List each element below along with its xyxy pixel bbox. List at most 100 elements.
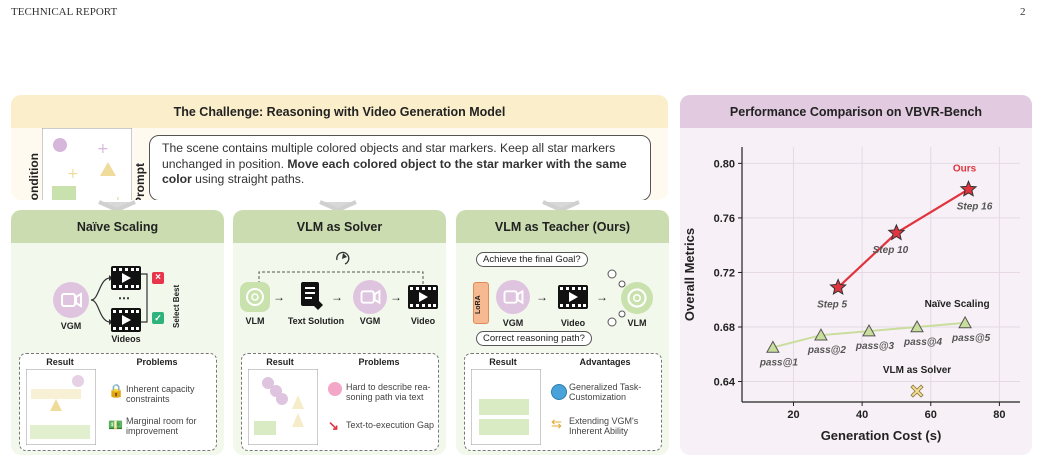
- document-icon: [301, 282, 323, 310]
- condition-label: Condition: [27, 153, 41, 200]
- challenge-card: The Challenge: Reasoning with Video Gene…: [11, 95, 668, 200]
- svg-text:+: +: [112, 194, 124, 200]
- thought-circles: [607, 269, 626, 327]
- videos-label: Videos: [111, 334, 141, 344]
- prompt-box: The scene contains multiple colored obje…: [149, 135, 651, 200]
- teacher-card: VLM as Teacher (Ours) Achieve the final …: [456, 210, 669, 455]
- naive-problem-2: Marginal room for improvement: [126, 416, 197, 436]
- point-label: pass@5: [951, 333, 991, 344]
- video-icon: [558, 285, 588, 309]
- problems-heading: Problems: [358, 357, 400, 367]
- naive-card: Naïve Scaling VGM ⋯ Videos × ✓ Select Be…: [11, 210, 224, 455]
- y-tick-label: 0.64: [714, 377, 736, 389]
- svg-text:+: +: [67, 166, 79, 182]
- x-tick-label: 40: [856, 409, 868, 421]
- result-heading: Result: [489, 357, 517, 367]
- text-solution-label: Text Solution: [287, 316, 345, 326]
- brain-icon: [328, 382, 342, 396]
- arrow-right-icon: →: [536, 290, 548, 304]
- vlm-label: VLM: [245, 316, 265, 326]
- feedback-loop: [256, 251, 424, 289]
- naive-triangle-marker: [862, 324, 876, 337]
- solver-title: VLM as Solver: [233, 210, 446, 243]
- video-label: Video: [560, 318, 586, 328]
- select-best-label: Select Best: [172, 284, 181, 328]
- check-icon: ✓: [152, 312, 164, 324]
- advantages-heading: Advantages: [579, 357, 631, 367]
- point-label: Step 16: [957, 201, 993, 212]
- video-icon: [111, 266, 141, 290]
- y-tick-label: 0.80: [714, 158, 735, 170]
- naive-problem-1: Inherent capacity constraints: [126, 384, 195, 404]
- lora-label: LoRA: [475, 295, 482, 314]
- perf-title: Performance Comparison on VBVR-Bench: [680, 95, 1032, 128]
- solver-card: VLM as Solver VLM → Text Solution → VGM …: [233, 210, 446, 455]
- naive-triangle-marker: [814, 328, 828, 341]
- ellipsis: ⋯: [118, 291, 130, 305]
- globe-icon: [551, 384, 567, 400]
- solver-result-box: Result Problems Hard to describe rea-son…: [241, 353, 439, 451]
- naive-triangle-marker: [958, 315, 972, 329]
- ours-star-marker: [829, 278, 847, 295]
- ours-star-marker: [959, 179, 978, 197]
- condition-image: + + +: [42, 128, 132, 200]
- vlm-icon: [621, 282, 653, 314]
- path-bubble: Correct reasoning path?: [476, 331, 592, 346]
- problems-heading: Problems: [136, 357, 178, 367]
- point-label: Step 10: [873, 245, 909, 256]
- vlm-icon: [240, 282, 270, 312]
- result-image: [471, 369, 541, 445]
- x-tick-label: 60: [925, 409, 937, 421]
- y-tick-label: 0.68: [714, 322, 735, 334]
- expand-icon: ⇆: [551, 416, 562, 431]
- teacher-title: VLM as Teacher (Ours): [456, 210, 669, 243]
- y-axis-label: Overall Metrics: [682, 228, 697, 321]
- teacher-advantage-1: Generalized Task-Customization: [569, 382, 642, 402]
- series-name-label: VLM as Solver: [883, 365, 951, 376]
- naive-triangle-marker: [766, 340, 780, 353]
- x-tick-label: 80: [993, 409, 1005, 421]
- series-name-label: Ours: [953, 163, 977, 174]
- arrow-right-icon: →: [331, 290, 343, 304]
- solver-x-marker: [910, 384, 924, 398]
- video-icon: [408, 285, 438, 309]
- naive-result-box: Result Problems 🔒 Inherent capacity cons…: [19, 353, 217, 451]
- challenge-title: The Challenge: Reasoning with Video Gene…: [11, 95, 668, 128]
- arrow-right-icon: →: [273, 290, 285, 304]
- arrow-right-icon: →: [596, 290, 608, 304]
- lora-badge: [473, 282, 489, 324]
- point-label: pass@3: [855, 341, 895, 352]
- prompt-label: Prompt: [133, 163, 147, 200]
- page-number: 2: [1020, 6, 1026, 18]
- vgm-label: VGM: [60, 321, 82, 331]
- y-tick-label: 0.72: [714, 267, 735, 279]
- money-icon: 💵: [108, 418, 123, 432]
- prompt-text-2: using straight paths.: [191, 172, 305, 186]
- svg-text:+: +: [97, 141, 109, 157]
- vgm-label: VGM: [359, 316, 381, 326]
- lock-icon: 🔒: [108, 383, 125, 398]
- video-icon: [111, 308, 141, 332]
- point-label: Step 5: [817, 299, 847, 310]
- vlm-label: VLM: [627, 318, 647, 328]
- vgm-icon: [353, 280, 387, 314]
- ours-star-marker: [887, 223, 906, 241]
- branch-arrows: [90, 275, 113, 325]
- prompt-text-1: The scene contains multiple colored obje…: [162, 141, 616, 171]
- naive-title: Naïve Scaling: [11, 210, 224, 243]
- y-tick-label: 0.76: [714, 213, 735, 225]
- goal-bubble: Achieve the final Goal?: [476, 252, 588, 267]
- vgm-icon: [53, 282, 89, 318]
- vgm-icon: [496, 280, 530, 314]
- point-label: pass@1: [759, 357, 799, 368]
- report-header: TECHNICAL REPORT: [11, 6, 118, 18]
- result-heading: Result: [266, 357, 294, 367]
- result-heading: Result: [46, 357, 74, 367]
- teacher-advantage-2: Extending VGM's Inherent Ability: [569, 416, 639, 436]
- vgm-label: VGM: [502, 318, 524, 328]
- result-image: [26, 369, 96, 445]
- solver-problem-2: Text-to-execution Gap: [346, 420, 435, 430]
- teacher-result-box: Result Advantages Generalized Task-Custo…: [464, 353, 662, 451]
